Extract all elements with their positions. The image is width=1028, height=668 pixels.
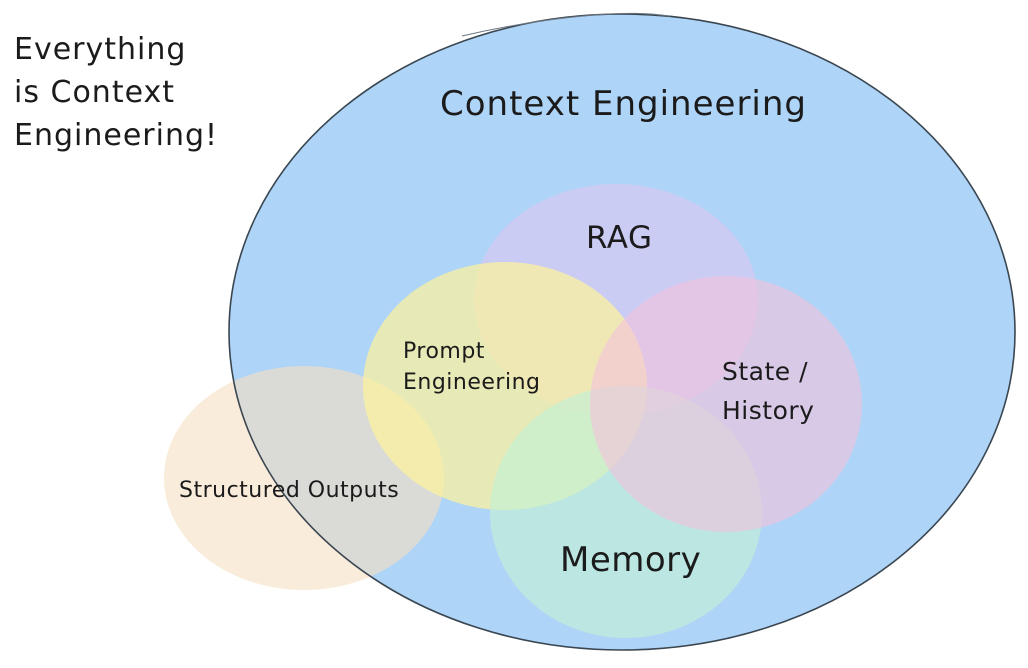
sketch-stroke — [461, 12, 671, 37]
rag-label: RAG — [586, 220, 653, 256]
state-history-label: State / History — [722, 352, 814, 430]
memory-label: Memory — [560, 540, 702, 580]
state-history-label-line: History — [722, 396, 815, 425]
state-history-region — [590, 276, 862, 532]
side-note: Everything is Context Engineering! — [14, 28, 218, 157]
side-note-line: Everything — [14, 32, 187, 67]
context-engineering-outline — [228, 13, 1016, 651]
side-note-line: is Context — [14, 75, 176, 110]
prompt-engineering-label-line: Engineering — [403, 370, 541, 395]
side-note-line: Engineering! — [14, 118, 219, 153]
state-history-label-line: State / — [722, 357, 809, 386]
structured-outputs-label: Structured Outputs — [179, 478, 400, 503]
context-engineering-label: Context Engineering — [440, 84, 808, 124]
prompt-engineering-label-line: Prompt — [403, 339, 485, 364]
prompt-engineering-label: Prompt Engineering — [403, 336, 541, 398]
